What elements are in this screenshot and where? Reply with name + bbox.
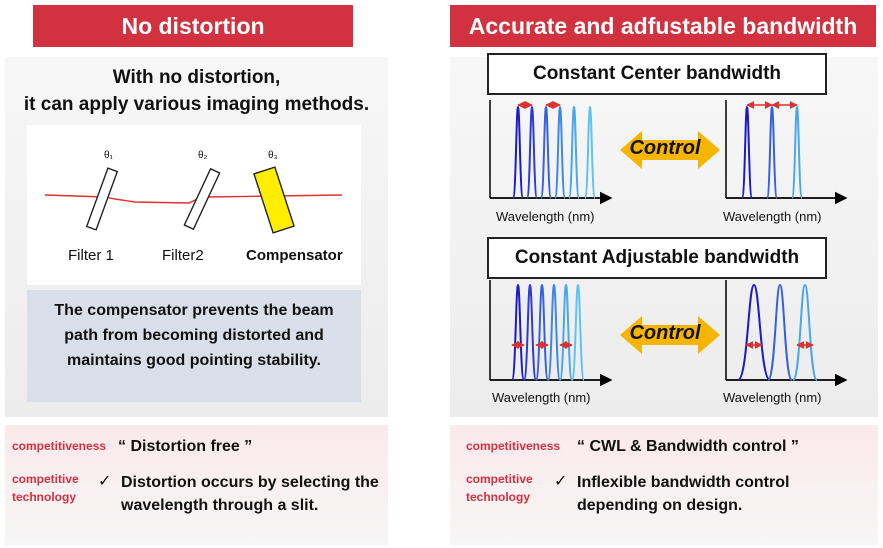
axis-label-top-right: Wavelength (nm) [723, 209, 822, 224]
spectral-peak [737, 283, 771, 381]
left-competitiveness-label: competitiveness [12, 439, 107, 453]
spectral-peak [792, 283, 818, 381]
spectral-peak [741, 105, 753, 199]
filter-2-label: Filter2 [162, 247, 204, 264]
spectral-peak [535, 283, 549, 381]
spectral-peak [559, 283, 573, 381]
filter-diagram-svg [44, 166, 343, 234]
left-technology-value: Distortion occurs by selecting the wavel… [121, 474, 379, 514]
spectral-peak [512, 105, 524, 199]
spectral-peak [547, 283, 561, 381]
plot-top-left [489, 100, 613, 205]
filter-diagram [27, 125, 361, 285]
control-label-bottom: Control [629, 322, 701, 344]
right-check-icon: ✓ [554, 471, 568, 490]
spectral-peak [526, 105, 538, 199]
spectra-svg [489, 100, 848, 387]
spectral-peak [767, 283, 793, 381]
spectral-peak [540, 105, 552, 199]
spectral-peak [584, 105, 596, 199]
spectral-peak [766, 105, 778, 199]
control-arrow-top [620, 131, 720, 169]
left-header: No distortion [33, 5, 353, 47]
control-label-top: Control [629, 137, 701, 159]
control-arrow-bottom-shape [620, 316, 720, 354]
theta-1: θ₁ [104, 150, 113, 161]
axis-label-bottom-right: Wavelength (nm) [723, 390, 822, 405]
explanation-text: The compensator prevents the beam path f… [54, 302, 334, 369]
right-competitive-technology-label: competitive technology [466, 472, 533, 504]
control-arrow-bottom [620, 316, 720, 354]
constant-adjustable-box: Constant Adjustable bandwidth [487, 237, 827, 279]
left-competitiveness-value: “ Distortion free ” [118, 438, 253, 455]
plot-bottom-left [489, 280, 613, 387]
right-competitiveness-label: competitiveness [466, 439, 561, 453]
left-competitive-technology-label: competitive technology [12, 472, 79, 504]
spectral-peak [511, 283, 525, 381]
filter-1-label: Filter 1 [68, 247, 114, 264]
beam-path [44, 194, 343, 204]
constant-center-box: Constant Center bandwidth [487, 53, 827, 95]
right-header: Accurate and adfustable bandwidth [450, 5, 876, 47]
theta-3: θ₃ [268, 150, 278, 161]
plot-top-right [725, 100, 848, 205]
plot-bottom-right [725, 280, 848, 387]
left-subhead-line1: With no distortion, [112, 67, 281, 88]
spectral-peak [568, 105, 580, 199]
filter-1-shape [85, 167, 119, 231]
explanation-box: The compensator prevents the beam path f… [27, 290, 361, 402]
right-technology-value: Inflexible bandwidth control depending o… [577, 474, 790, 514]
spectral-peak [791, 105, 803, 199]
left-subhead-line2: it can apply various imaging methods. [23, 94, 370, 115]
theta-2: θ₂ [198, 150, 208, 161]
compensator-shape [253, 166, 295, 234]
left-check-icon: ✓ [98, 471, 112, 490]
left-subhead: With no distortion, it can apply various… [5, 64, 388, 118]
control-arrow-top-shape [620, 131, 720, 169]
spectral-peak [571, 283, 585, 381]
compensator-label: Compensator [246, 247, 343, 264]
filter-2-shape [183, 167, 221, 231]
left-competitive-panel [5, 425, 388, 545]
axis-label-top-left: Wavelength (nm) [496, 209, 595, 224]
right-competitiveness-value: “ CWL & Bandwidth control ” [577, 438, 799, 455]
axis-label-bottom-left: Wavelength (nm) [492, 390, 591, 405]
spectral-peak [554, 105, 566, 199]
right-competitive-panel [450, 425, 878, 545]
spectral-peak [523, 283, 537, 381]
